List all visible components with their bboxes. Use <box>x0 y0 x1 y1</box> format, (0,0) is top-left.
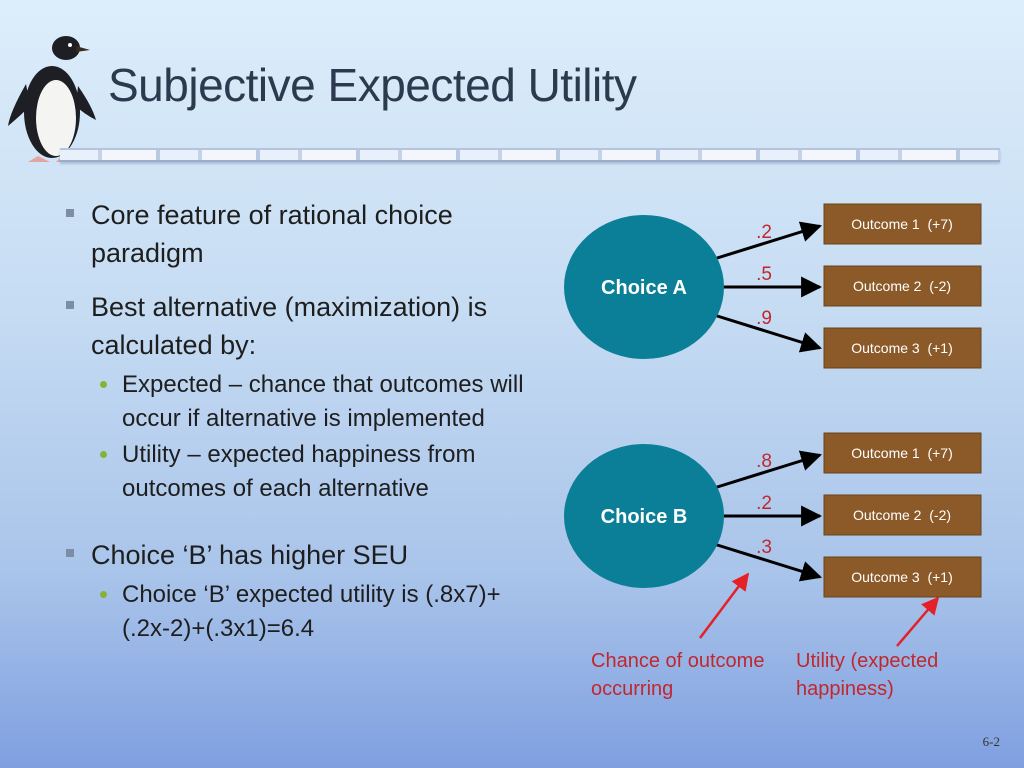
utility-annotation: Utility (expected happiness) <box>796 650 939 700</box>
probability-label: .3 <box>756 537 772 558</box>
outcome-box <box>823 494 982 536</box>
choice-b-node <box>564 444 724 588</box>
square-bullet-icon <box>66 209 74 217</box>
outcome-label: Outcome 2 (-2) <box>853 278 951 294</box>
probability-label: .5 <box>756 264 772 285</box>
page-number: 6-2 <box>982 734 1000 749</box>
square-bullet-icon <box>66 301 74 309</box>
sub-bullet-item: Utility – expected happiness from outcom… <box>66 438 546 506</box>
probability-label: .9 <box>756 308 772 329</box>
branch-arrow <box>713 450 823 490</box>
outcome-box <box>823 265 982 307</box>
choice-b-group: Choice B .8 .2 .3 Outcome 1 (+7) Outcome… <box>564 432 982 598</box>
outcome-label: Outcome 2 (-2) <box>853 507 951 523</box>
choice-a-group: Choice A .2 .5 .9 Outcome 1 (+7) Outcome… <box>564 203 982 369</box>
slide-title: Subjective Expected Utility <box>108 59 637 111</box>
sub-bullet-text: Utility – expected happiness from outcom… <box>122 441 476 502</box>
dot-bullet-icon <box>100 381 107 388</box>
outcome-label: Outcome 3 (+1) <box>851 340 953 356</box>
dot-bullet-icon <box>100 451 107 458</box>
sub-bullet-item: Choice ‘B’ expected utility is (.8x7)+(.… <box>66 578 546 646</box>
chance-annotation-arrow <box>699 572 750 639</box>
bullet-item: Choice ‘B’ has higher SEU <box>66 536 546 574</box>
bullet-list: Core feature of rational choice paradigm… <box>66 196 546 660</box>
square-bullet-icon <box>66 549 74 557</box>
bullet-text: Core feature of rational choice paradigm <box>91 200 453 268</box>
outcome-box <box>823 556 982 598</box>
branch-arrow <box>713 221 823 261</box>
outcome-label: Outcome 3 (+1) <box>851 569 953 585</box>
bullet-item: Best alternative (maximization) is calcu… <box>66 288 546 364</box>
choice-a-node <box>564 215 724 359</box>
probability-label: .2 <box>756 222 772 243</box>
bullet-text: Best alternative (maximization) is calcu… <box>91 292 488 360</box>
sub-bullet-text: Choice ‘B’ expected utility is (.8x7)+(.… <box>122 581 501 642</box>
branch-arrow <box>713 313 823 353</box>
outcome-box <box>823 327 982 369</box>
choice-b-label: Choice B <box>601 506 688 528</box>
probability-label: .8 <box>756 451 772 472</box>
outcome-label: Outcome 1 (+7) <box>851 445 953 461</box>
chance-annotation: Chance of outcome occurring <box>591 650 765 700</box>
probability-label: .2 <box>756 493 772 514</box>
sub-bullet-item: Expected – chance that outcomes will occ… <box>66 368 546 436</box>
outcome-label: Outcome 1 (+7) <box>851 216 953 232</box>
bullet-item: Core feature of rational choice paradigm <box>66 196 546 272</box>
branch-arrow <box>713 542 823 582</box>
title-divider <box>60 148 1000 162</box>
dot-bullet-icon <box>100 591 107 598</box>
bullet-text: Choice ‘B’ has higher SEU <box>91 540 409 570</box>
outcome-box <box>823 432 982 474</box>
sub-bullet-text: Expected – chance that outcomes will occ… <box>122 371 524 432</box>
choice-a-label: Choice A <box>601 277 687 299</box>
utility-annotation-arrow <box>896 596 940 647</box>
outcome-box <box>823 203 982 245</box>
